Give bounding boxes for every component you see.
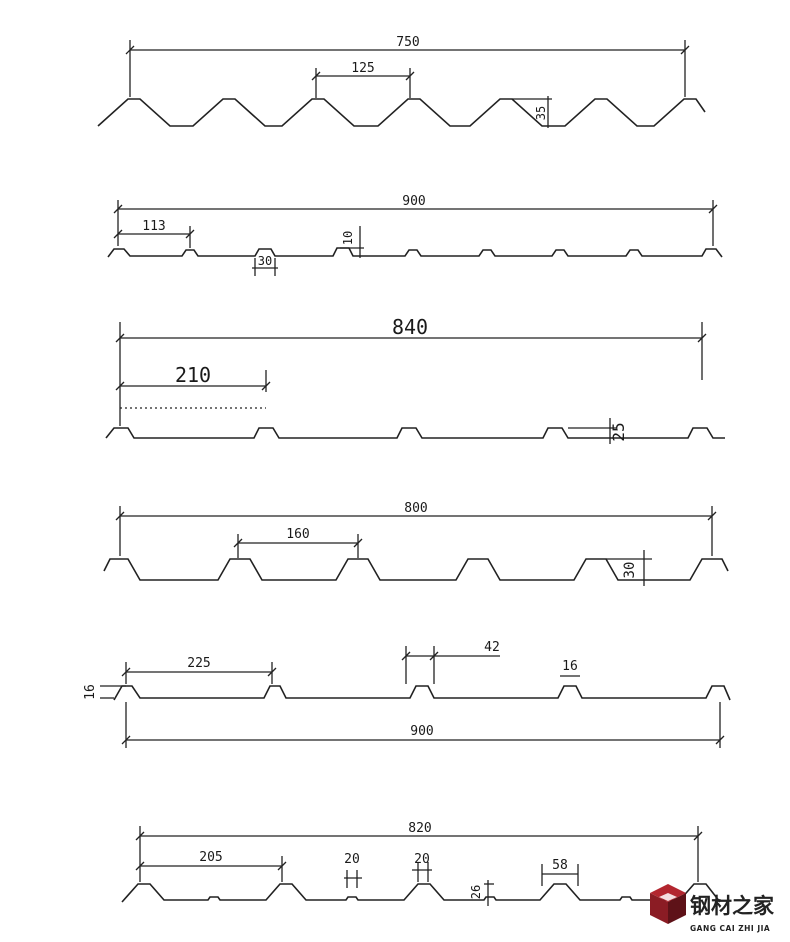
profile-800: 800 160 30 (103, 501, 729, 586)
pitch-label: 210 (175, 363, 211, 387)
pitch-label: 205 (199, 850, 222, 865)
logo-subtitle: GANG CAI ZHI JIA (690, 924, 770, 933)
rib-width-label: 30 (258, 254, 272, 268)
height-label: 26 (469, 885, 483, 899)
profile-900-small-rib: 900 113 10 30 (107, 194, 723, 276)
total-width-label: 750 (396, 35, 419, 50)
rib-height-label: 16 (562, 659, 578, 674)
rib-width-label-a: 20 (344, 852, 360, 867)
total-width-label: 840 (392, 315, 428, 339)
profile-900-small-rib-outline (107, 247, 723, 258)
rib-height-label: 10 (341, 231, 355, 245)
profile-750: 750 125 35 (97, 35, 706, 128)
top-width-label: 58 (552, 858, 568, 873)
pitch-label: 225 (187, 656, 210, 671)
height-label: 25 (609, 422, 628, 441)
pitch-label: 160 (286, 527, 309, 542)
total-width-label: 800 (404, 501, 427, 516)
profile-900-trapezoid-outline (113, 685, 731, 701)
profile-820: 820 205 20 20 26 58 (121, 821, 721, 906)
total-width-label: 900 (402, 194, 425, 209)
profile-820-outline (121, 883, 721, 903)
profile-750-outline (97, 98, 706, 127)
profile-840-outline (105, 427, 725, 439)
pitch-label: 113 (142, 219, 165, 234)
height-label: 30 (622, 562, 638, 579)
profile-840: 840 210 25 (105, 315, 725, 444)
cube-icon (650, 884, 686, 924)
rib-width-label: 42 (484, 640, 500, 655)
total-width-label: 900 (410, 724, 433, 739)
logo-title: 钢材之家 (690, 894, 775, 918)
pitch-label: 125 (351, 61, 374, 76)
profile-900-trapezoid: 225 42 16 16 900 (83, 640, 731, 748)
height-label: 35 (534, 106, 548, 120)
profile-800-outline (103, 558, 729, 581)
total-width-label: 820 (408, 821, 431, 836)
rib-width-label-b: 20 (414, 852, 430, 867)
brand-logo: 钢材之家 GANG CAI ZHI JIA (650, 884, 775, 933)
edge-height-label: 16 (83, 684, 98, 700)
